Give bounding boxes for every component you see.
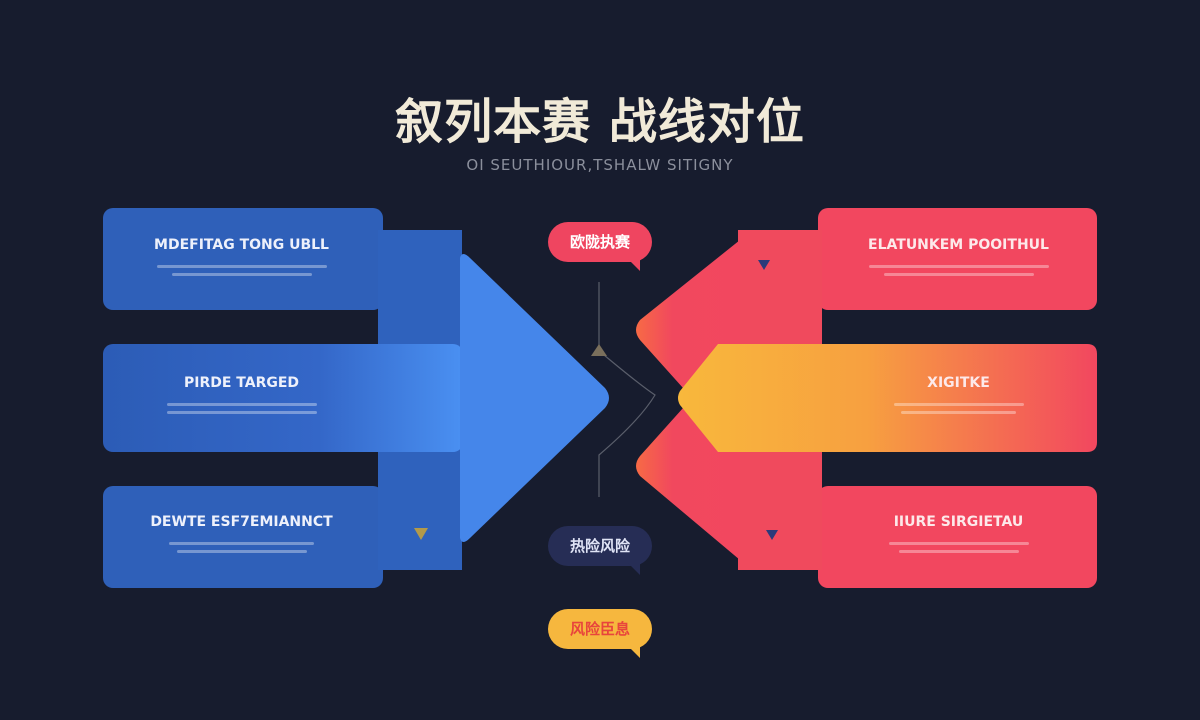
left-card-3-body [103,537,380,558]
page-subtitle: OI SEUTHIOUR,TSHALW SITIGNY [466,156,734,174]
right-card-1-heading: ELATUNKEM POOITHUL [868,237,1049,253]
bubble-middle: 热险风险 [548,526,652,575]
right-arrow-head [636,240,740,560]
left-card-1-heading: MDEFITAG TONG UBLL [154,237,329,253]
right-red-arrow [636,208,1097,588]
right-card-2-heading: XIGITKE [927,375,990,391]
triangle-marker-icon [766,530,778,540]
left-card-2-body [103,398,380,419]
triangle-marker-icon [591,344,607,356]
left-arrow-head [460,254,609,542]
right-card-1-body [820,260,1097,281]
center-connector [414,260,778,540]
right-card-3-body [820,537,1097,558]
page-title: 叙列本赛 战线对位 [395,94,805,150]
right-card-1 [818,208,1097,310]
triangle-marker-icon [758,260,770,270]
left-card-3 [103,486,383,588]
left-blue-arrow [103,208,609,588]
left-card-2-heading: PIRDE TARGED [183,375,300,391]
left-card-2 [103,344,463,452]
left-card-3-heading: DEWTE ESF7EMIANNCT [150,514,333,530]
right-card-2 [678,344,1097,452]
triangle-marker-icon [414,528,428,540]
right-card-2-body [820,398,1097,419]
bubble-bottom: 风险臣息 [548,609,652,658]
bubble-top: 欧陇执赛 [548,222,652,271]
left-card-1 [103,208,383,310]
right-card-3 [818,486,1097,588]
right-card-3-heading: IIURE SIRGIETAU [893,514,1024,530]
left-card-1-body [103,260,380,281]
